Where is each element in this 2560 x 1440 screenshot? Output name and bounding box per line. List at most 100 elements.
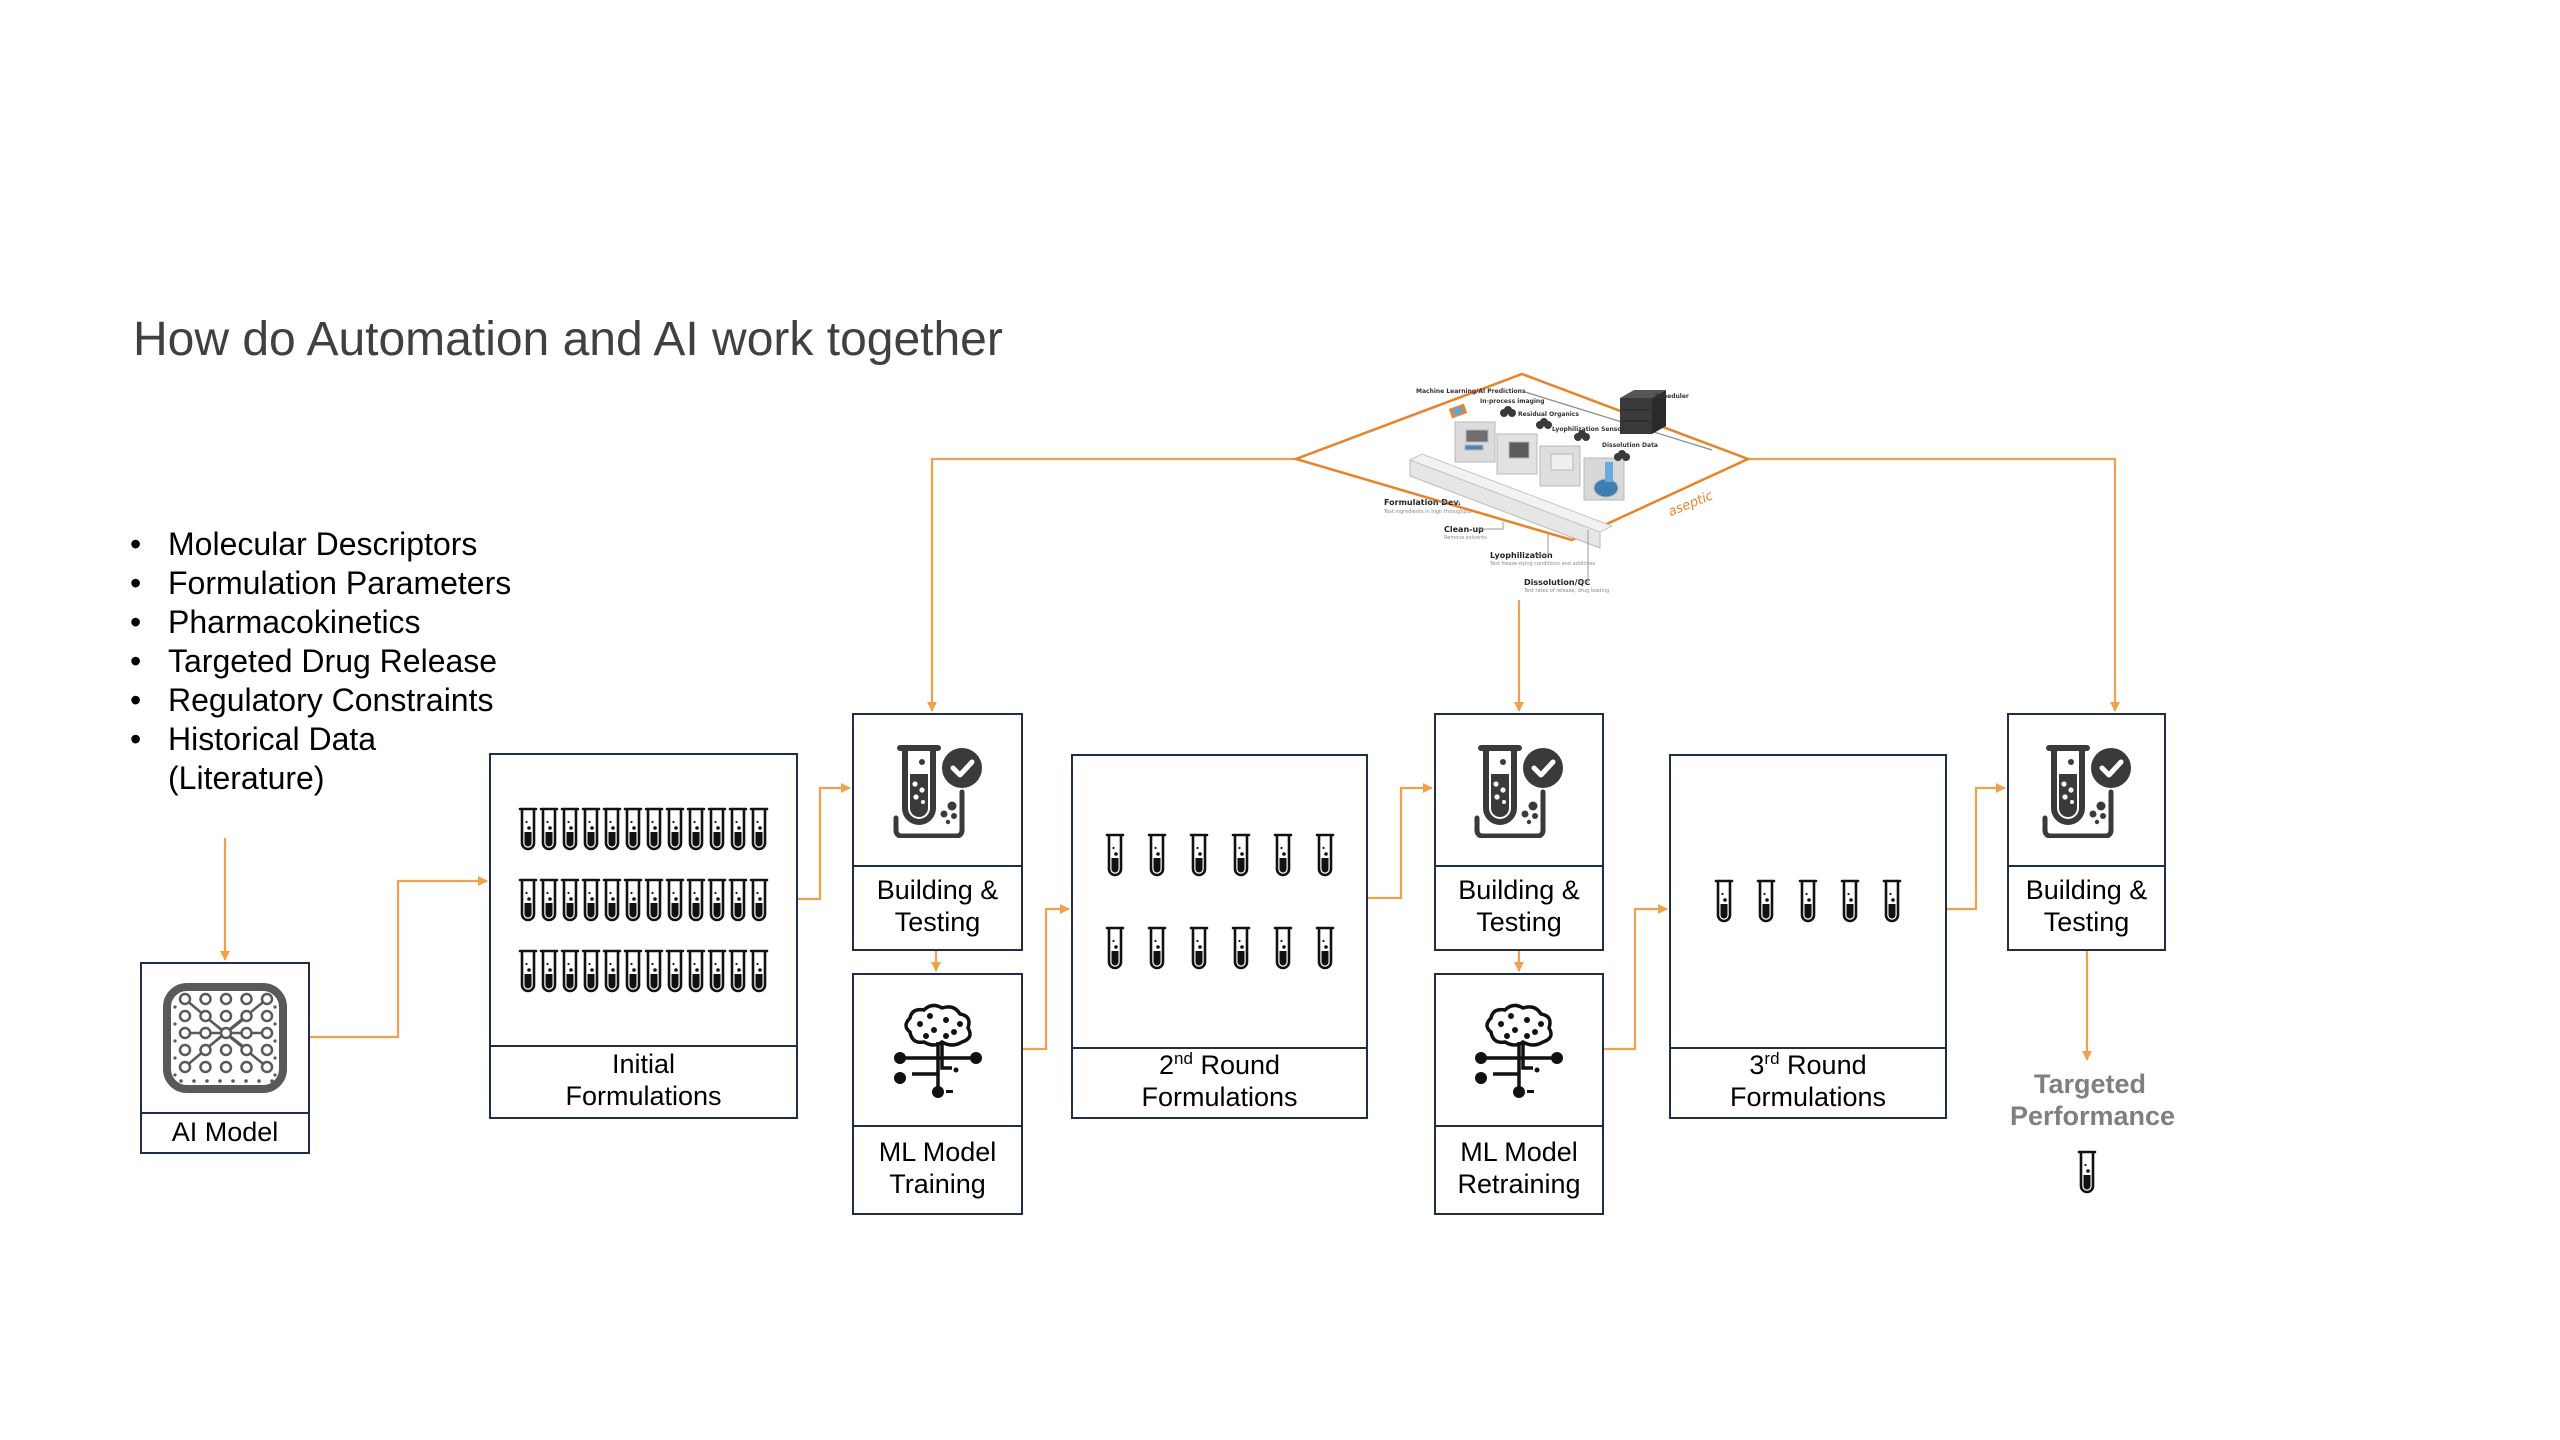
- test-tube-check-icon: [2042, 745, 2131, 838]
- label-lyophilization-sensor: Lyophilization Sensor: [1552, 426, 1624, 433]
- arrow-initial-to-build1: [798, 783, 851, 901]
- ai-model-label: AI Model: [171, 1117, 279, 1147]
- label-line: ML Model: [1460, 1137, 1578, 1167]
- station-lyophilization: Lyophilization: [1490, 551, 1553, 560]
- test-tube-icon: [623, 949, 643, 992]
- building-testing-node-2: Building &Testing: [1434, 713, 1604, 951]
- arrow-round3-to-build3: [1947, 783, 2006, 911]
- test-tube-icon: [518, 878, 538, 921]
- test-tube-icon: [1315, 926, 1334, 969]
- station-dissolution-qc-desc: Test rates of release, drug loading: [1523, 588, 1609, 594]
- label-line: Initial: [611, 1049, 676, 1079]
- brain-circuit-icon: [893, 1003, 982, 1098]
- label-ml-predictions: Machine Learning/AI Predictions: [1416, 388, 1526, 395]
- test-tube-icon: [602, 878, 622, 921]
- test-tube-icon: [707, 878, 727, 921]
- list-item-line: Historical Data: [168, 721, 377, 757]
- test-tube-icon: [539, 949, 559, 992]
- automation-platform-diagram: Machine Learning/AI Predictions In-proce…: [1292, 372, 1752, 594]
- label-line: Training: [889, 1169, 986, 1199]
- building-testing-label: Building &Testing: [2009, 863, 2164, 949]
- station-clean-up-desc: Remove solvents: [1444, 535, 1487, 541]
- targeted-performance-tube: [2077, 1150, 2097, 1195]
- test-tube-icon: [623, 807, 643, 850]
- test-tube-check-icon: [1474, 745, 1563, 838]
- list-item: Molecular Descriptors: [130, 525, 511, 564]
- test-tube-icon: [602, 949, 622, 992]
- test-tube-icon: [1189, 926, 1208, 969]
- test-tube-icon: [728, 878, 748, 921]
- page-title: How do Automation and AI work together: [133, 313, 1003, 366]
- building-testing-label: Building &Testing: [1436, 863, 1602, 949]
- label-line: Performance: [2010, 1101, 2176, 1131]
- list-item: Historical Data(Literature): [130, 720, 511, 798]
- station-modules: [1454, 421, 1625, 501]
- label-line: Targeted: [2033, 1069, 2147, 1099]
- test-tube-icon: [686, 807, 706, 850]
- building-testing-image: [1436, 715, 1602, 867]
- test-tube-check-icon: [893, 745, 982, 838]
- arrow-ml-to-round2: [1023, 904, 1070, 1051]
- test-tube-icon: [749, 878, 769, 921]
- ml-model-image: [854, 975, 1021, 1127]
- building-testing-image: [854, 715, 1021, 867]
- test-tube-row: [1105, 926, 1335, 971]
- station-formulation-dev-desc: Test ingredients in high throughput: [1383, 509, 1472, 515]
- list-item: Formulation Parameters: [130, 564, 511, 603]
- test-tube-icon: [560, 949, 580, 992]
- label-line: Retraining: [1457, 1169, 1581, 1199]
- test-tube-icon: [1882, 879, 1902, 923]
- label-line: Formulations: [565, 1081, 722, 1111]
- station-formulation-dev: Formulation Dev.: [1384, 498, 1461, 507]
- round2-formulations-image: [1073, 756, 1366, 1049]
- test-tube-grid: [518, 807, 769, 994]
- label-ordinal: 2: [1158, 1050, 1175, 1080]
- test-tube-icon: [707, 807, 727, 850]
- label-line: Formulations: [1141, 1082, 1298, 1112]
- brain-circuit-icon: [1475, 1003, 1563, 1098]
- station-lyophilization-desc: Test freeze-dying conditions and additiv…: [1489, 561, 1596, 567]
- test-tube-row: [518, 878, 769, 923]
- test-tube-icon: [728, 807, 748, 850]
- test-tube-icon: [1189, 833, 1208, 876]
- conveyor-rail: [1408, 453, 1614, 549]
- test-tube-icon: [518, 807, 538, 850]
- arrow-platform-to-build1: [927, 457, 1296, 712]
- test-tube-grid: [2077, 1150, 2097, 1195]
- test-tube-icon: [686, 949, 706, 992]
- test-tube-icon: [1231, 926, 1250, 969]
- station-clean-up: Clean-up: [1444, 525, 1484, 534]
- building-testing-image: [2009, 715, 2164, 867]
- test-tube-row: [518, 807, 769, 852]
- test-tube-icon: [560, 807, 580, 850]
- ml-chip-icon: [1448, 403, 1468, 419]
- label-line: Building &: [876, 875, 999, 905]
- test-tube-icon: [1105, 833, 1124, 876]
- building-testing-label: Building &Testing: [854, 863, 1021, 949]
- test-tube-icon: [1315, 833, 1334, 876]
- list-item: Targeted Drug Release: [130, 642, 511, 681]
- label-scheduler: Scheduler: [1655, 393, 1689, 400]
- label-ordinal: 3: [1749, 1050, 1765, 1080]
- label-residual-organics: Residual Organics: [1518, 411, 1579, 418]
- test-tube-grid: [1714, 879, 1902, 924]
- label-ordinal-suffix: nd: [1174, 1049, 1193, 1068]
- test-tube-icon: [1273, 833, 1292, 876]
- label-line: Round: [1779, 1050, 1867, 1080]
- test-tube-icon: [602, 807, 622, 850]
- test-tube-icon: [1840, 879, 1860, 923]
- test-tube-icon: [644, 949, 664, 992]
- test-tube-icon: [560, 878, 580, 921]
- arrow-round2-to-build2: [1368, 783, 1433, 900]
- list-item: Pharmacokinetics: [130, 603, 511, 642]
- test-tube-icon: [1714, 879, 1734, 923]
- test-tube-icon: [1798, 879, 1818, 923]
- test-tube-icon: [1231, 833, 1250, 876]
- test-tube-icon: [623, 878, 643, 921]
- test-tube-grid: [1105, 833, 1335, 971]
